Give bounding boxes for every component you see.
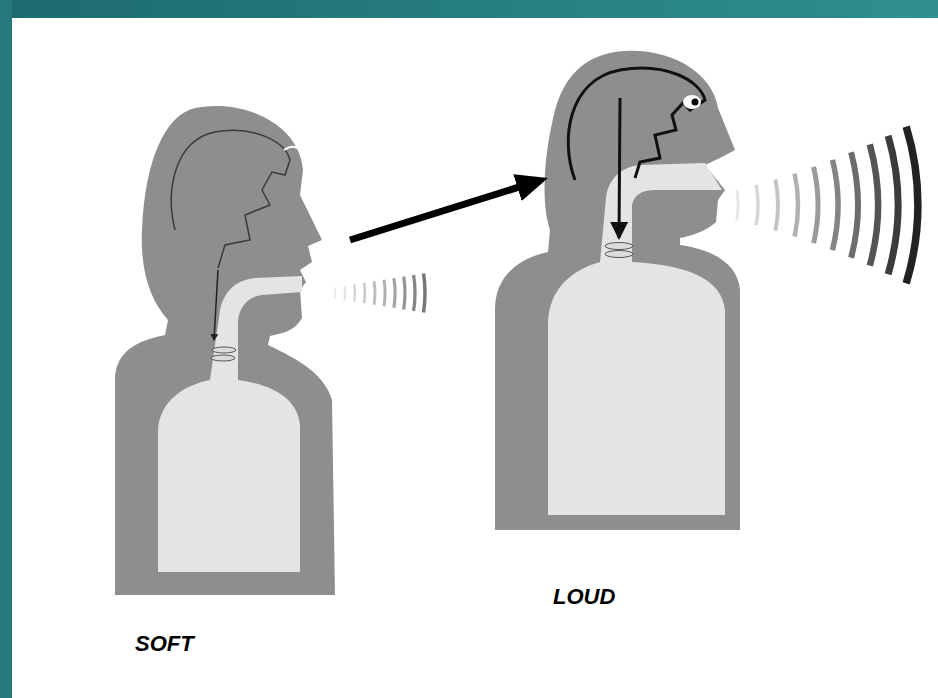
flow-arrow (350, 186, 521, 240)
larynx-ring (605, 251, 633, 258)
side-band (0, 0, 12, 698)
figure-node: LOUD (548, 45, 743, 610)
brain-outline (171, 130, 290, 268)
soft-sound-waves (335, 274, 425, 313)
wave-arc (424, 274, 426, 313)
wave-arc (384, 280, 385, 307)
larynx-ring (211, 355, 235, 361)
brain-signal-arrow (214, 270, 218, 340)
larynx-ring (212, 347, 236, 353)
wave-arc (343, 286, 346, 300)
brain-outline (568, 68, 705, 180)
figure-label: LOUD (553, 584, 743, 610)
eye (284, 147, 300, 150)
figure-label: SOFT (135, 631, 350, 657)
wave-arc (775, 179, 778, 230)
wave-arc (353, 284, 356, 301)
wave-arc (404, 277, 405, 310)
wave-arc (795, 174, 798, 237)
wave-arc (414, 275, 415, 311)
loud-sound-waves (737, 127, 918, 284)
eye (683, 95, 701, 109)
wave-arc (833, 160, 838, 250)
wave-arc (851, 152, 858, 258)
wave-arc (394, 278, 395, 308)
wave-arc (870, 144, 878, 265)
wave-arc (814, 167, 818, 243)
pupil (692, 99, 699, 106)
wave-arc (363, 283, 366, 303)
loud-figure (495, 51, 740, 530)
wave-arc (888, 136, 898, 274)
wave-arc (373, 281, 377, 304)
vocal-tract-lungs (548, 163, 725, 515)
wave-arc (737, 190, 738, 221)
body-silhouette (495, 51, 740, 530)
wave-arc (906, 127, 918, 284)
wave-arc (334, 288, 336, 299)
body-silhouette (115, 106, 335, 595)
larynx-ring (605, 243, 633, 250)
figure-node: SOFT (105, 95, 350, 657)
brain-signal-arrow (619, 98, 620, 238)
top-band (0, 0, 938, 18)
vocal-tract-lungs (158, 276, 302, 572)
wave-arc (756, 185, 758, 225)
soft-figure (115, 106, 335, 595)
